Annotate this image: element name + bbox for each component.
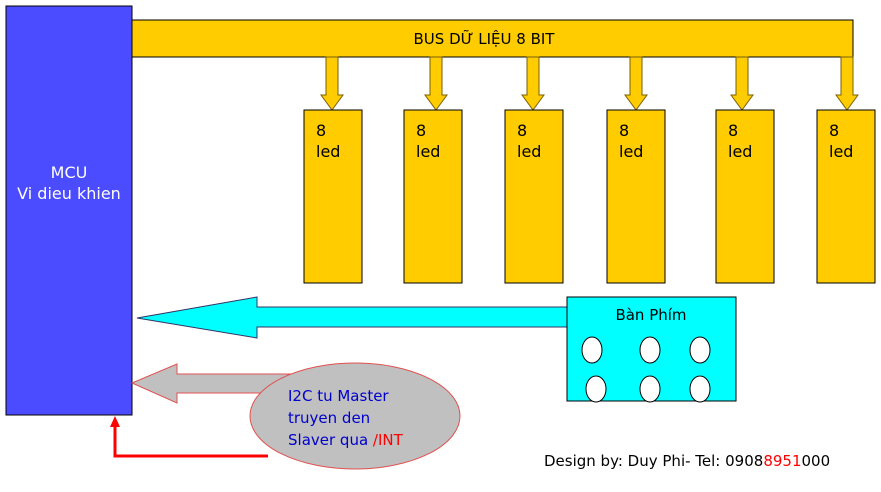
int-label: /INT: [373, 431, 404, 449]
bus-label: BUS DỮ LIỆU 8 BIT: [414, 29, 556, 48]
i2c-callout: I2C tu Master truyen den Slaver qua /INT: [249, 362, 461, 470]
data-bus: BUS DỮ LIỆU 8 BIT: [131, 19, 854, 58]
phone-part-2: 8951: [763, 452, 801, 470]
i2c-line3: Slaver qua /INT: [288, 431, 404, 449]
led-label: led: [316, 142, 340, 161]
bus-to-led-arrow: [521, 56, 545, 111]
i2c-line2: truyen den: [288, 409, 370, 427]
bus-to-led-arrow: [424, 56, 448, 111]
led-label: led: [416, 142, 440, 161]
led-label: led: [619, 142, 643, 161]
led-block: 8 led: [403, 109, 463, 284]
key-button: [585, 375, 607, 403]
led-label: led: [728, 142, 752, 161]
phone-part-3: 000: [802, 452, 831, 470]
led-count: 8: [517, 121, 527, 140]
led-block: 8 led: [715, 109, 775, 284]
mcu-sublabel: Vi dieu khien: [17, 184, 121, 203]
led-block: 8 led: [303, 109, 363, 284]
mcu-label: MCU: [51, 163, 88, 182]
key-button: [639, 336, 661, 364]
int-signal-line: [110, 416, 268, 458]
led-label: led: [829, 142, 853, 161]
bus-to-led-arrow: [320, 56, 344, 111]
mcu-block: MCU Vi dieu khien: [5, 5, 133, 416]
key-button: [689, 375, 711, 403]
keyboard-block: Bàn Phím: [566, 296, 737, 403]
led-count: 8: [316, 121, 326, 140]
led-block: 8 led: [504, 109, 564, 284]
led-count: 8: [416, 121, 426, 140]
led-count: 8: [728, 121, 738, 140]
credit-text: Design by: Duy Phi- Tel: 09088951000: [544, 452, 830, 470]
phone-part-1: 0908: [725, 452, 763, 470]
bus-to-led-arrow: [624, 56, 648, 111]
led-count: 8: [619, 121, 629, 140]
credit-prefix: Design by: Duy Phi- Tel:: [544, 452, 725, 470]
key-button: [639, 375, 661, 403]
led-label: led: [517, 142, 541, 161]
led-block: 8 led: [816, 109, 876, 284]
bus-to-led-arrow: [835, 56, 859, 111]
led-block: 8 led: [606, 109, 666, 284]
bus-to-led-arrow: [730, 56, 754, 111]
keyboard-label: Bàn Phím: [615, 306, 686, 324]
keyboard-to-mcu-arrow: [136, 296, 568, 339]
led-count: 8: [829, 121, 839, 140]
i2c-line3-text: Slaver qua: [288, 431, 373, 449]
key-button: [581, 336, 603, 364]
i2c-line1: I2C tu Master: [288, 387, 389, 405]
key-button: [689, 336, 711, 364]
